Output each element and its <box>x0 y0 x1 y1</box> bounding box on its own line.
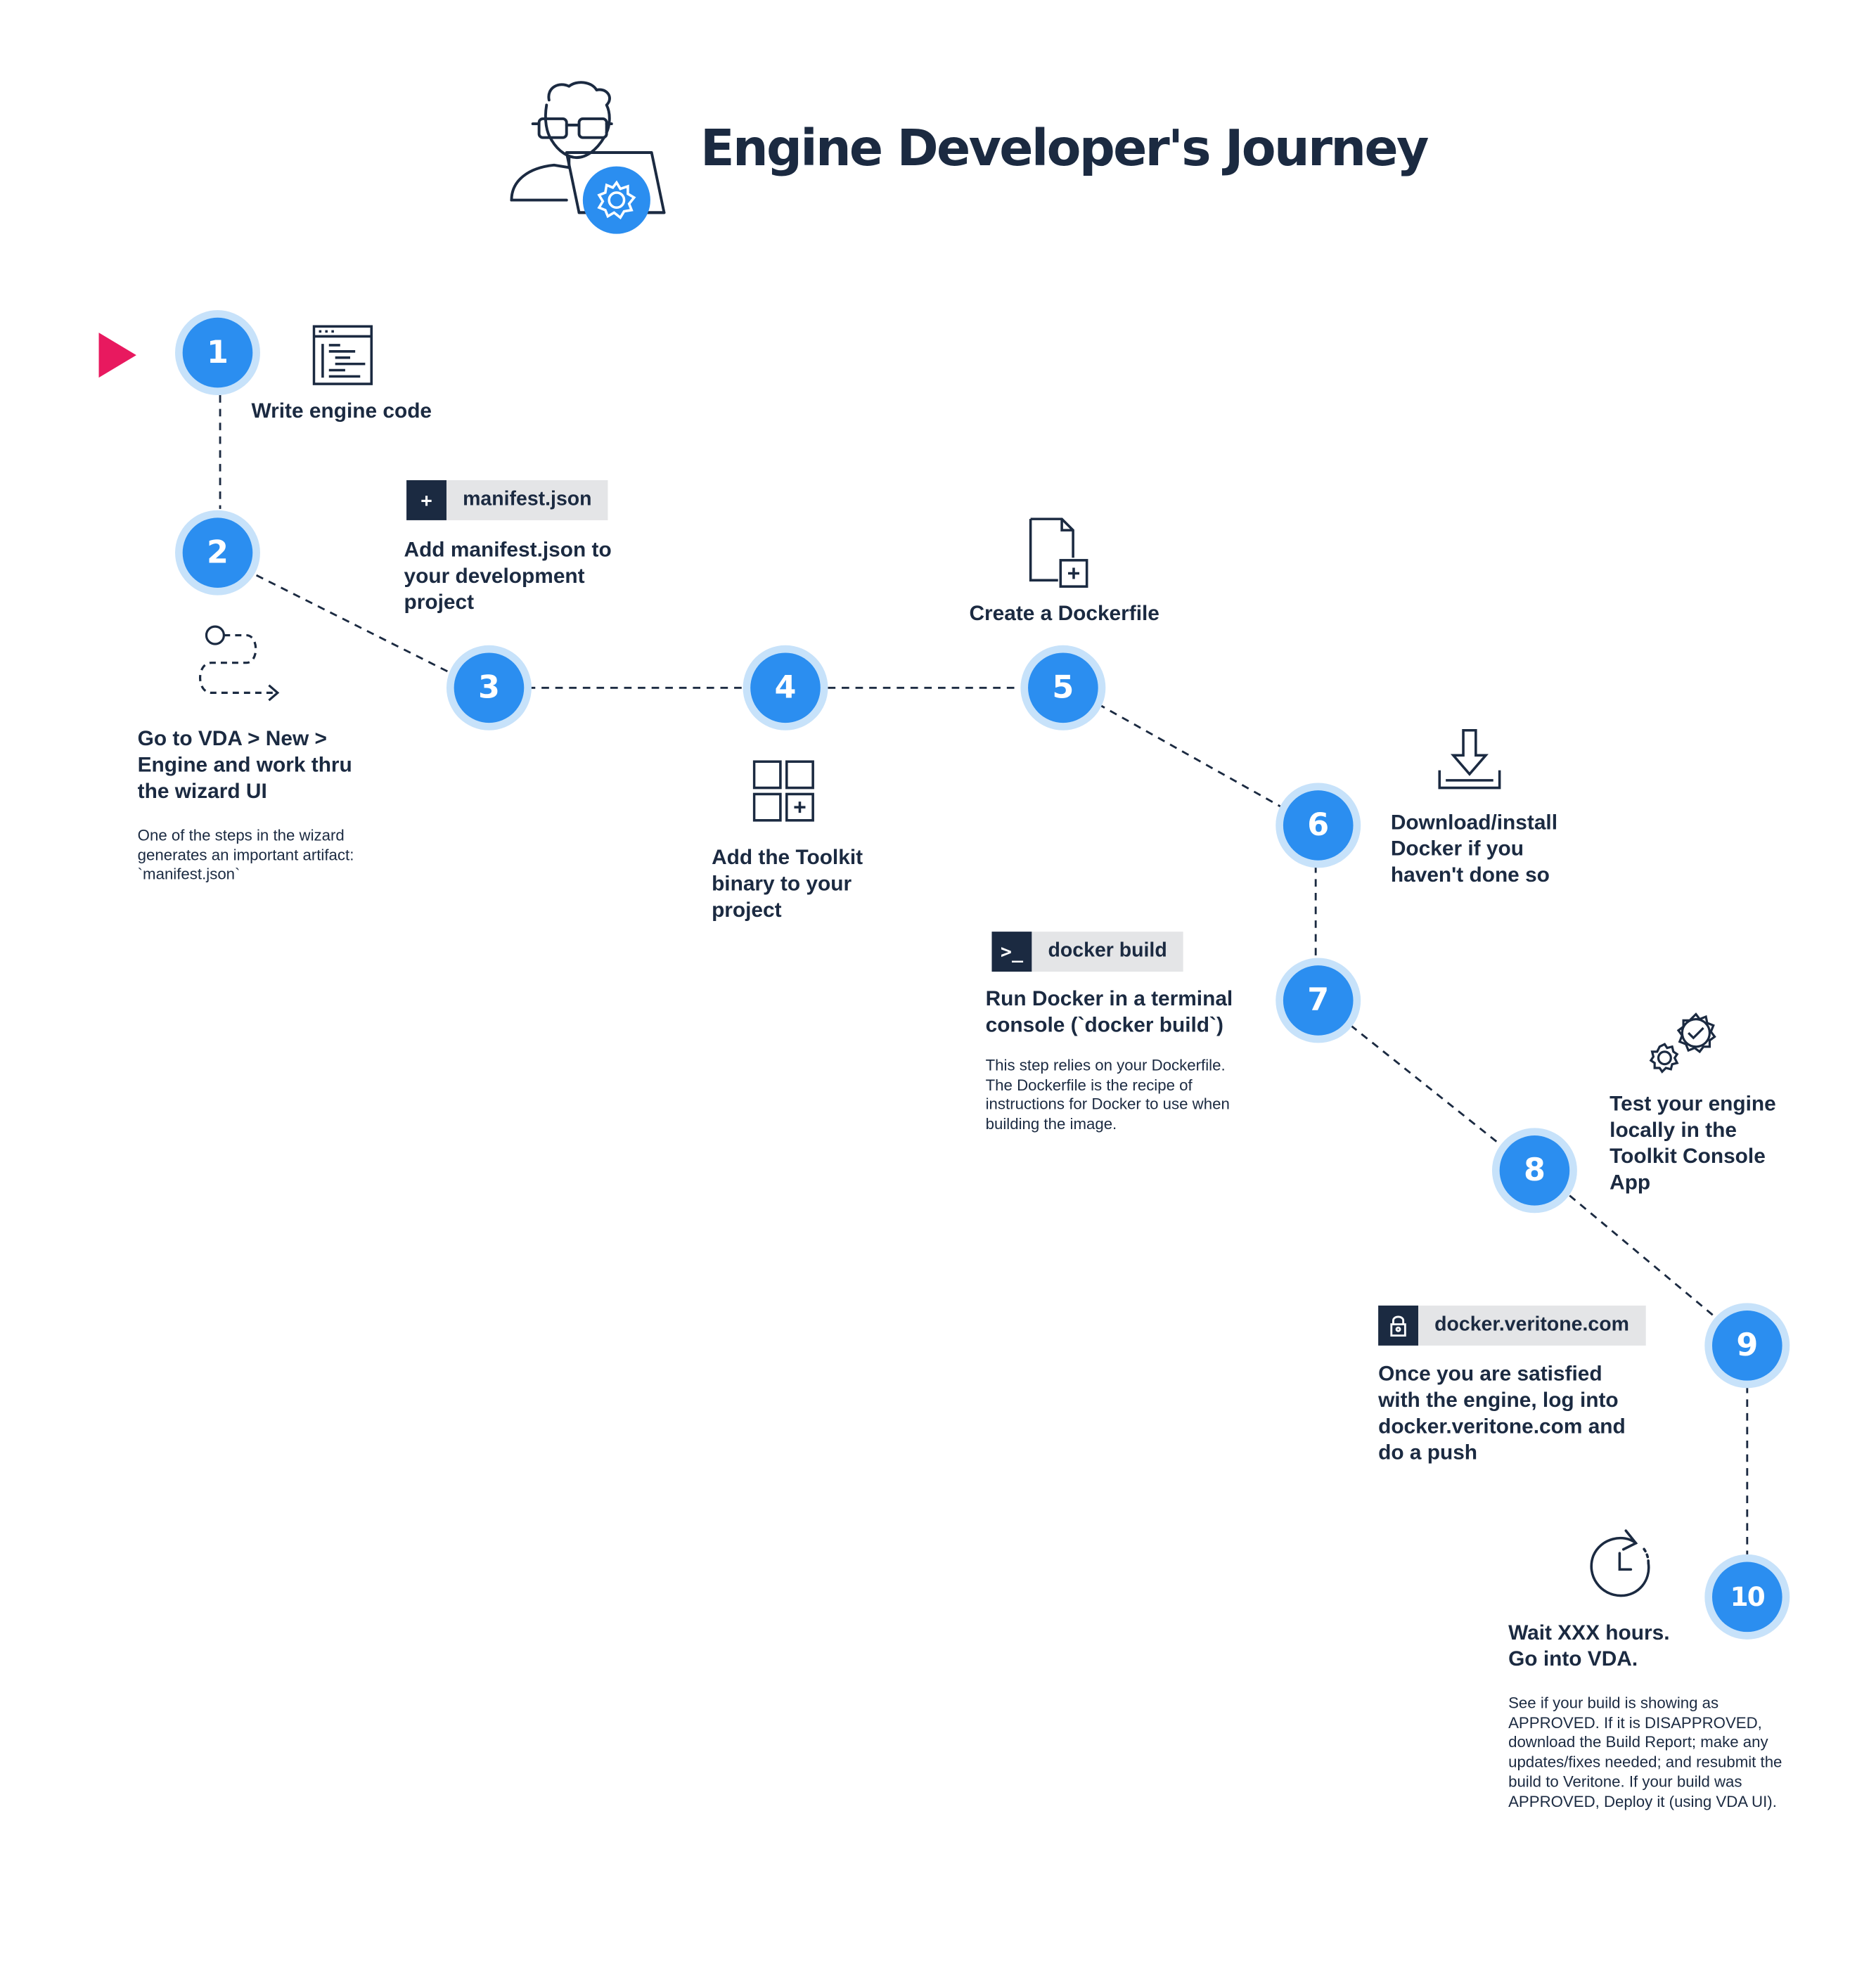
page-title: Engine Developer's Journey <box>700 120 1429 178</box>
step-number: 3 <box>454 652 525 723</box>
step-2-node: 2 <box>175 510 260 595</box>
step-2-label: Go to VDA > New > Engine and work thru t… <box>137 726 352 803</box>
step-4-node: 4 <box>743 645 828 730</box>
step-1-node: 1 <box>175 310 260 396</box>
step-10-label: Wait XXX hours. Go into VDA. <box>1508 1621 1670 1671</box>
tag-text: manifest.json <box>446 480 608 520</box>
step-2-note: One of the steps in the wizard generates… <box>137 826 354 884</box>
step-1-label: Write engine code <box>251 399 432 423</box>
docker-build-tag: >_ docker build <box>991 932 1183 972</box>
step-10-node: 10 <box>1704 1554 1790 1640</box>
step-5-node: 5 <box>1020 645 1106 730</box>
connector-2-3 <box>255 574 451 674</box>
step-3-node: 3 <box>446 645 532 730</box>
step-6-node: 6 <box>1276 783 1361 868</box>
plus-icon: + <box>406 480 446 520</box>
step-number: 2 <box>182 517 253 588</box>
connector-8-9 <box>1569 1195 1714 1317</box>
step-8-node: 8 <box>1491 1128 1577 1213</box>
timer-icon <box>1590 1529 1650 1597</box>
file-plus-icon <box>1029 517 1088 588</box>
tag-text: docker.veritone.com <box>1418 1305 1646 1346</box>
start-play-icon <box>98 333 136 378</box>
step-number: 9 <box>1711 1311 1782 1381</box>
step-number: 5 <box>1028 652 1098 723</box>
step-7-note: This step relies on your Dockerfile. The… <box>985 1056 1230 1133</box>
route-path-icon <box>198 625 280 702</box>
step-number: 6 <box>1283 790 1354 861</box>
step-6-label: Download/install Docker if you haven't d… <box>1390 810 1558 887</box>
connector-5-6 <box>1097 703 1282 808</box>
step-number: 7 <box>1283 965 1354 1036</box>
step-number: 1 <box>182 317 253 388</box>
step-7-node: 7 <box>1276 958 1361 1043</box>
step-8-label: Test your engine locally in the Toolkit … <box>1610 1091 1776 1195</box>
lock-icon <box>1378 1305 1419 1346</box>
tag-text: docker build <box>1032 932 1183 972</box>
docker-registry-tag: docker.veritone.com <box>1378 1305 1646 1346</box>
step-number: 10 <box>1711 1562 1782 1633</box>
connector-7-8 <box>1350 1024 1499 1144</box>
developer-laptop-icon <box>510 81 666 234</box>
terminal-icon: >_ <box>991 932 1032 972</box>
gears-check-icon <box>1649 1012 1716 1074</box>
step-5-label: Create a Dockerfile <box>969 601 1159 626</box>
step-9-label: Once you are satisfied with the engine, … <box>1378 1361 1626 1464</box>
step-3-label: Add manifest.json to your development pr… <box>404 537 612 614</box>
step-7-label: Run Docker in a terminal console (`docke… <box>985 986 1233 1037</box>
download-icon <box>1438 728 1501 790</box>
step-10-note: See if your build is showing as APPROVED… <box>1508 1694 1782 1810</box>
code-window-icon <box>312 325 373 385</box>
step-number: 4 <box>750 652 821 723</box>
grid-plus-icon <box>752 760 814 822</box>
manifest-tag: + manifest.json <box>406 480 608 520</box>
step-number: 8 <box>1499 1135 1570 1206</box>
step-4-label: Add the Toolkit binary to your project <box>712 845 863 922</box>
step-9-node: 9 <box>1704 1303 1790 1389</box>
